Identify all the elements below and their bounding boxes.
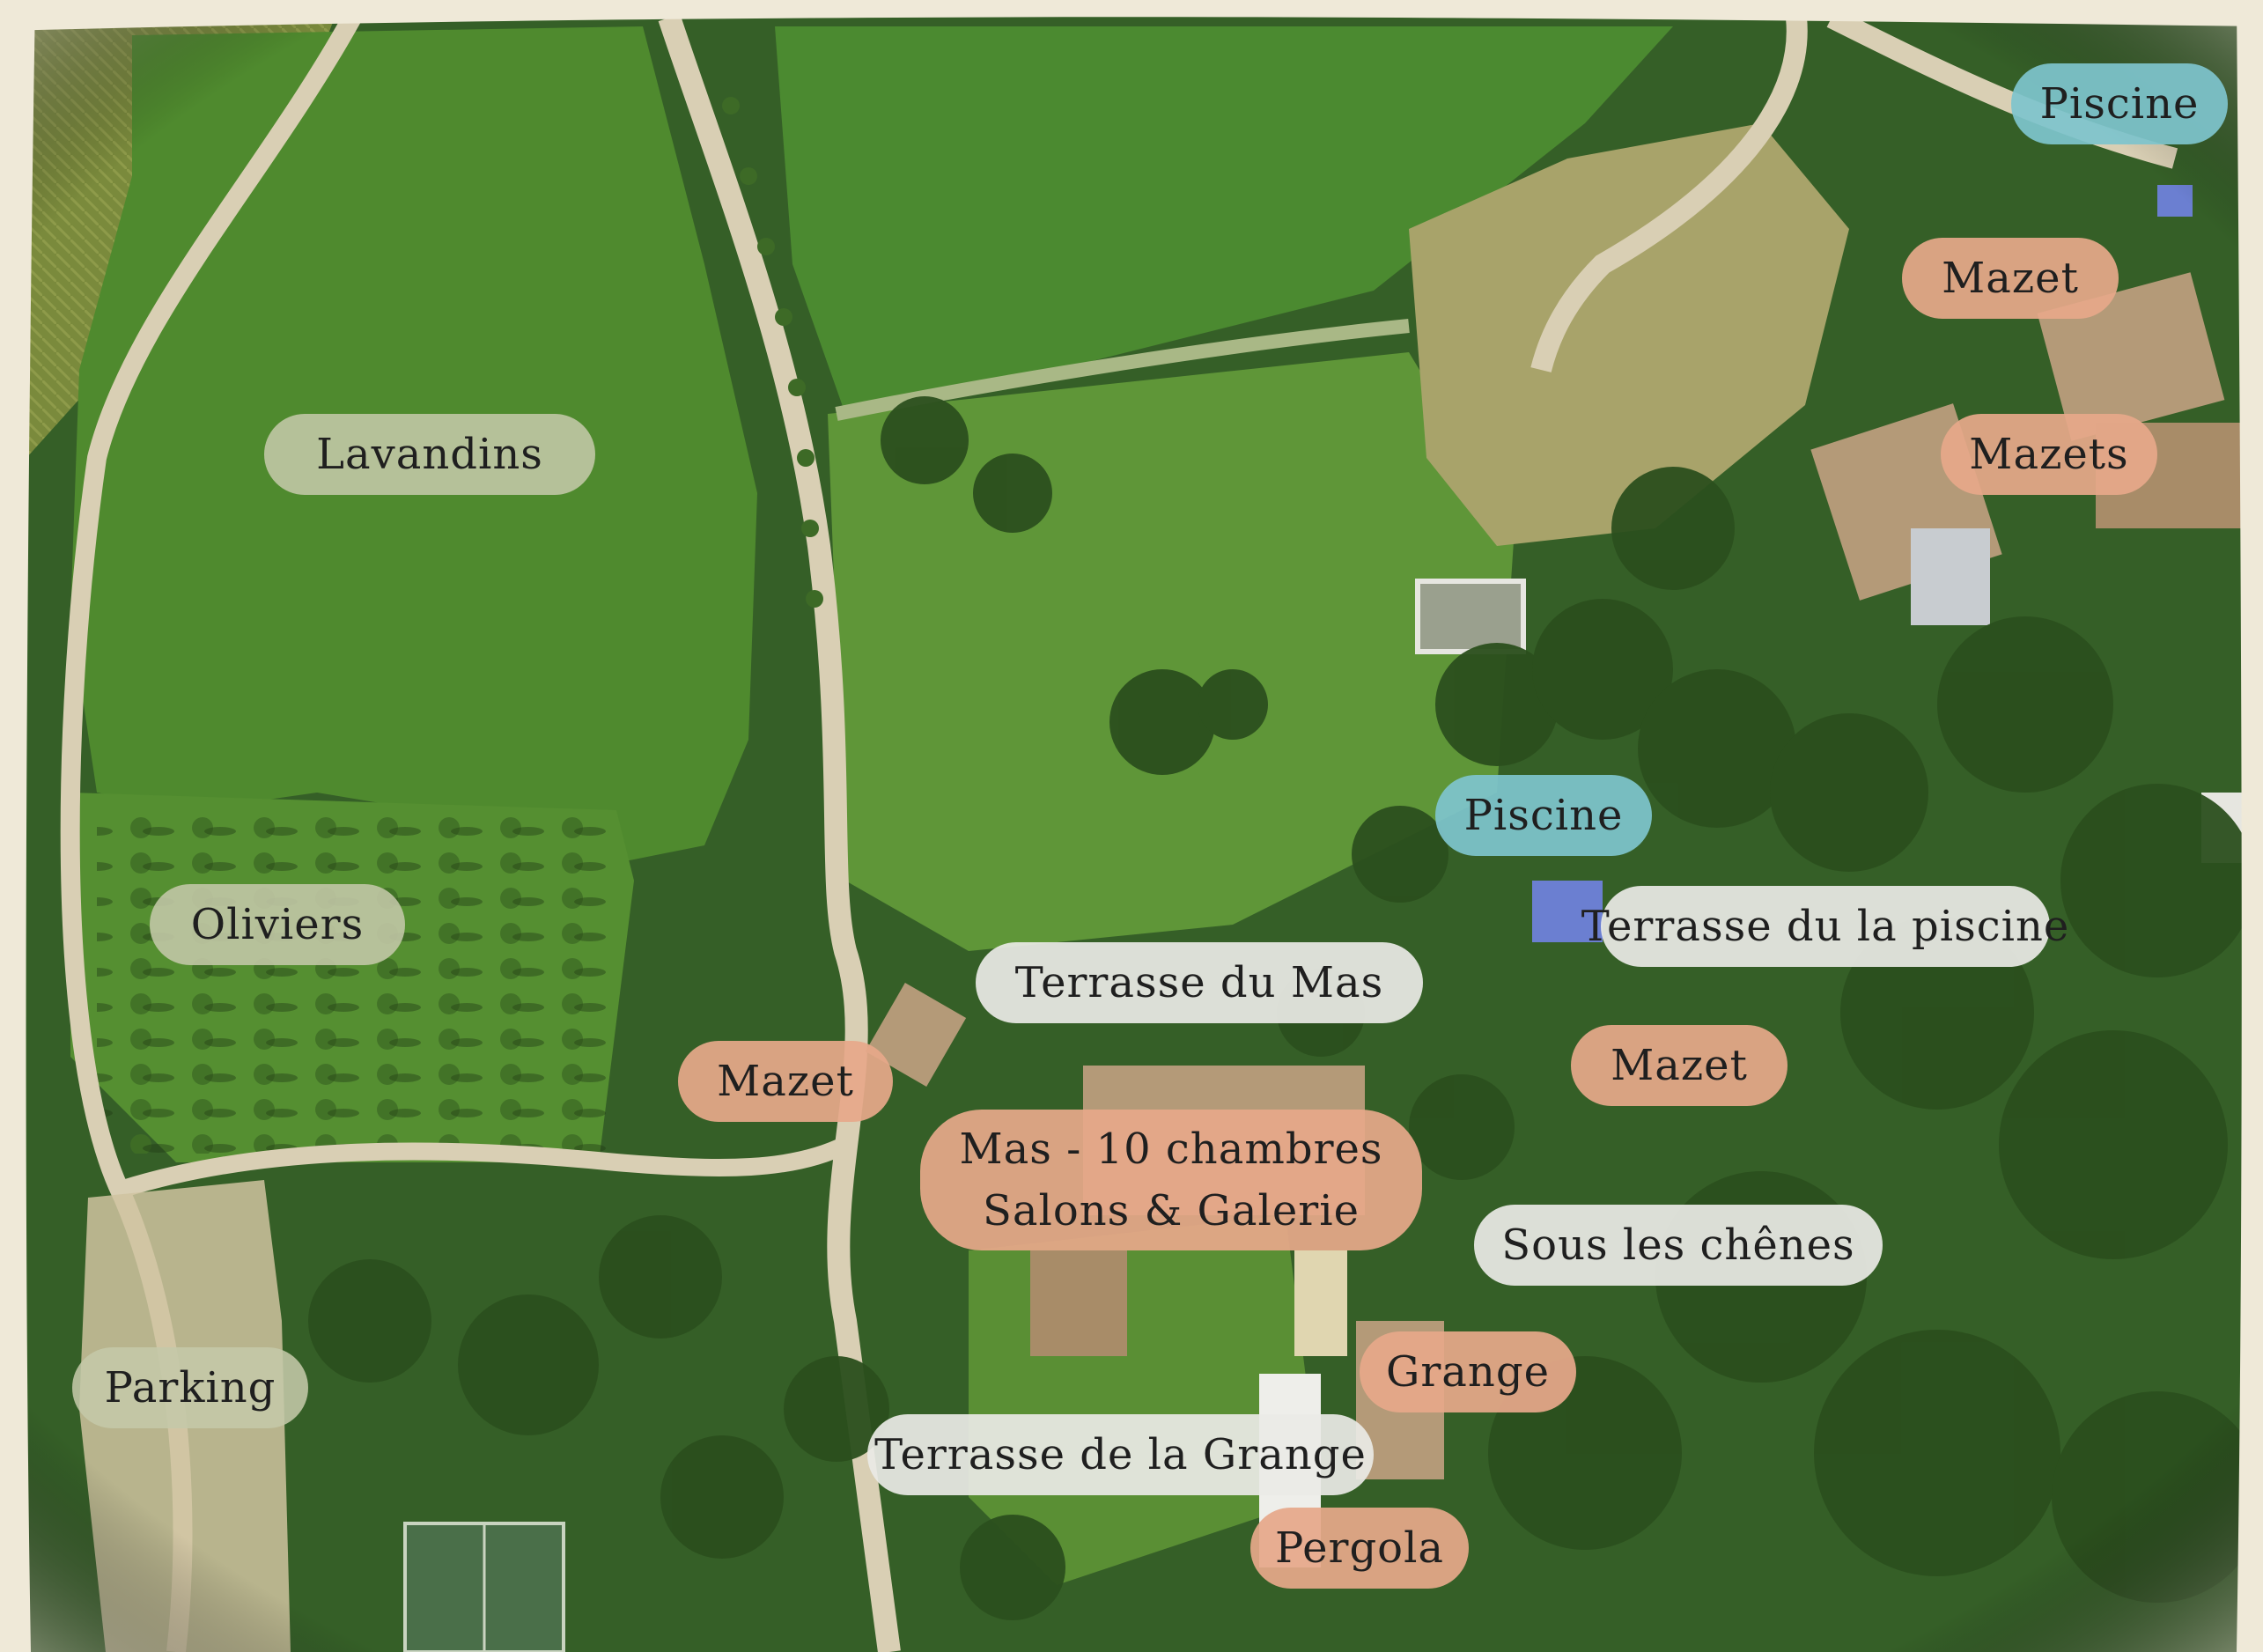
label-grange[interactable]: Grange [1360,1331,1576,1412]
label-mazet-ne[interactable]: Mazet [1902,238,2119,319]
label-mazet-east[interactable]: Mazet [1571,1025,1788,1106]
label-mas[interactable]: Mas - 10 chambres Salons & Galerie [920,1110,1422,1250]
label-pergola[interactable]: Pergola [1250,1508,1469,1589]
label-oliviers[interactable]: Oliviers [150,884,405,965]
label-piscine-ne[interactable]: Piscine [2011,63,2228,144]
label-mas-line1: Mas - 10 chambres [959,1125,1383,1174]
label-mazet-west[interactable]: Mazet [678,1041,893,1122]
label-terrasse-mas[interactable]: Terrasse du Mas [976,942,1423,1023]
label-parking[interactable]: Parking [72,1347,308,1428]
label-terrasse-piscine[interactable]: Terrasse du la piscine [1581,886,2068,967]
label-mas-line2: Salons & Galerie [983,1186,1360,1235]
label-piscine-center[interactable]: Piscine [1435,775,1652,856]
label-terrasse-grange[interactable]: Terrasse de la Grange [867,1414,1374,1495]
label-sous-les-chenes[interactable]: Sous les chênes [1474,1205,1883,1286]
label-lavandins[interactable]: Lavandins [264,414,595,495]
label-mazets-ne[interactable]: Mazets [1941,414,2157,495]
